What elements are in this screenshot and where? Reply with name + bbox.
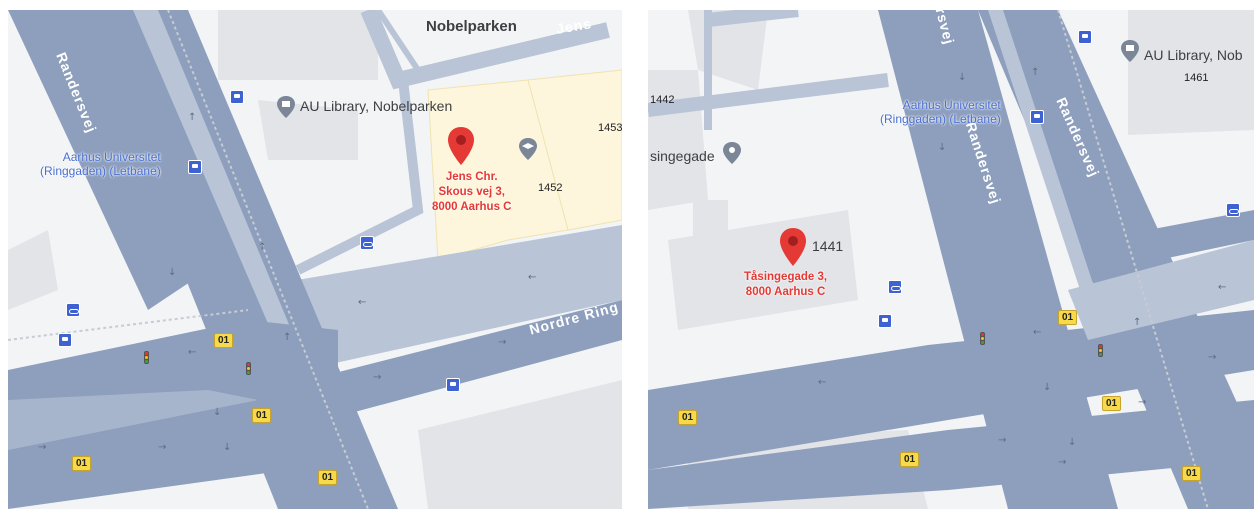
traffic-light-icon [1098,344,1103,357]
bus-stop-icon[interactable] [446,378,460,392]
traffic-light-icon [980,332,985,345]
svg-text:→: → [498,337,506,348]
route-shield: 01 [1182,466,1202,481]
poi-label-singegade[interactable]: singegade [650,148,715,164]
pin-address-label: Jens Chr. Skous vej 3, 8000 Aarhus C [432,170,511,215]
pin-address-line1: Tåsingegade 3, [744,271,828,283]
bike-station-icon[interactable] [888,280,902,294]
svg-text:→: → [1058,457,1066,468]
bus-stop-icon[interactable] [1078,30,1092,44]
svg-text:→: → [998,435,1006,446]
university-icon[interactable] [518,138,538,160]
transit-stop-label[interactable]: Aarhus Universitet (Ringgaden) (Letbane) [880,98,1001,126]
bike-station-icon[interactable] [360,236,374,250]
location-pin-icon[interactable] [448,127,474,165]
traffic-light-icon [246,362,251,375]
pin-address-line2: 8000 Aarhus C [745,286,826,298]
library-icon[interactable] [1120,40,1140,62]
svg-text:→: → [1208,352,1216,363]
svg-text:↑: ↑ [283,332,291,343]
svg-text:↓: ↓ [1068,437,1076,448]
bus-stop-icon[interactable] [230,90,244,104]
place-icon[interactable] [722,142,742,164]
tram-stop-icon[interactable] [1030,110,1044,124]
location-pin-icon[interactable] [780,228,806,266]
building-number-1453: 1453 [598,122,622,134]
transit-stop-line1: Aarhus Universitet [62,150,161,164]
bus-stop-icon[interactable] [878,314,892,328]
svg-text:↑: ↑ [1031,67,1039,78]
bike-station-icon[interactable] [66,303,80,317]
route-shield: 01 [252,408,272,423]
building-number-1452: 1452 [538,182,563,194]
pin-address-label: Tåsingegade 3, 8000 Aarhus C [744,270,827,300]
library-icon[interactable] [276,96,296,118]
tram-stop-icon[interactable] [188,160,202,174]
transit-stop-label[interactable]: Aarhus Universitet (Ringgaden) (Letbane) [40,150,161,178]
transit-stop-line1: Aarhus Universitet [902,98,1001,112]
route-shield: 01 [678,410,698,425]
svg-text:↓: ↓ [1043,382,1051,393]
bike-station-icon[interactable] [1226,203,1240,217]
map-base-left: ↑ ↑ ↑ ↓ ↓ ↓ ← ← ← → → → → [8,10,622,509]
svg-text:←: ← [528,272,536,283]
pin-address-line1: Jens Chr. [445,171,498,183]
route-shield: 01 [900,452,920,467]
svg-text:←: ← [1033,327,1041,338]
place-label-nobelparken: Nobelparken [426,18,517,35]
svg-text:←: ← [1218,282,1226,293]
route-shield: 01 [1058,310,1078,325]
svg-text:←: ← [358,297,366,308]
transit-stop-line2: (Ringgaden) (Letbane) [40,164,161,178]
svg-text:↓: ↓ [938,142,946,153]
building-number-1461: 1461 [1184,72,1209,84]
poi-label-library[interactable]: AU Library, Nobelparken [300,98,453,114]
svg-text:↑: ↑ [1133,317,1141,328]
pin-address-line2: Skous vej 3, [438,186,505,198]
map-panel-right[interactable]: ↑↑→ ↓↓↓↓ ←←← →→→ rsvej Randersvej Rander… [648,10,1254,509]
svg-text:↓: ↓ [958,72,966,83]
svg-text:↓: ↓ [213,407,221,418]
svg-text:↑: ↑ [188,112,196,123]
map-panel-left[interactable]: ↑↑↑ ↓↓↓ ←←← →→→→ Nobelparken Jens Rander… [8,10,622,509]
building-number-1442: 1442 [650,94,675,106]
svg-text:←: ← [188,347,196,358]
route-shield: 01 [1102,396,1122,411]
transit-stop-line2: (Ringgaden) (Letbane) [880,112,1001,126]
svg-text:↓: ↓ [223,442,231,453]
svg-text:↓: ↓ [168,267,176,278]
svg-text:→: → [373,372,381,383]
svg-text:→: → [1138,397,1146,408]
poi-label-library[interactable]: AU Library, Nob [1144,47,1243,63]
route-shield: 01 [214,333,234,348]
traffic-light-icon [144,351,149,364]
route-shield: 01 [72,456,92,471]
pin-building-number: 1441 [812,238,844,254]
svg-text:→: → [38,442,46,453]
route-shield: 01 [318,470,338,485]
svg-text:←: ← [818,377,826,388]
svg-text:→: → [158,442,166,453]
svg-text:↑: ↑ [258,242,266,253]
pin-address-line3: 8000 Aarhus C [432,201,512,213]
map-base-right: ↑ ↑ → ↓ ↓ ↓ ↓ ← ← ← → → → [648,10,1254,509]
bus-stop-icon[interactable] [58,333,72,347]
